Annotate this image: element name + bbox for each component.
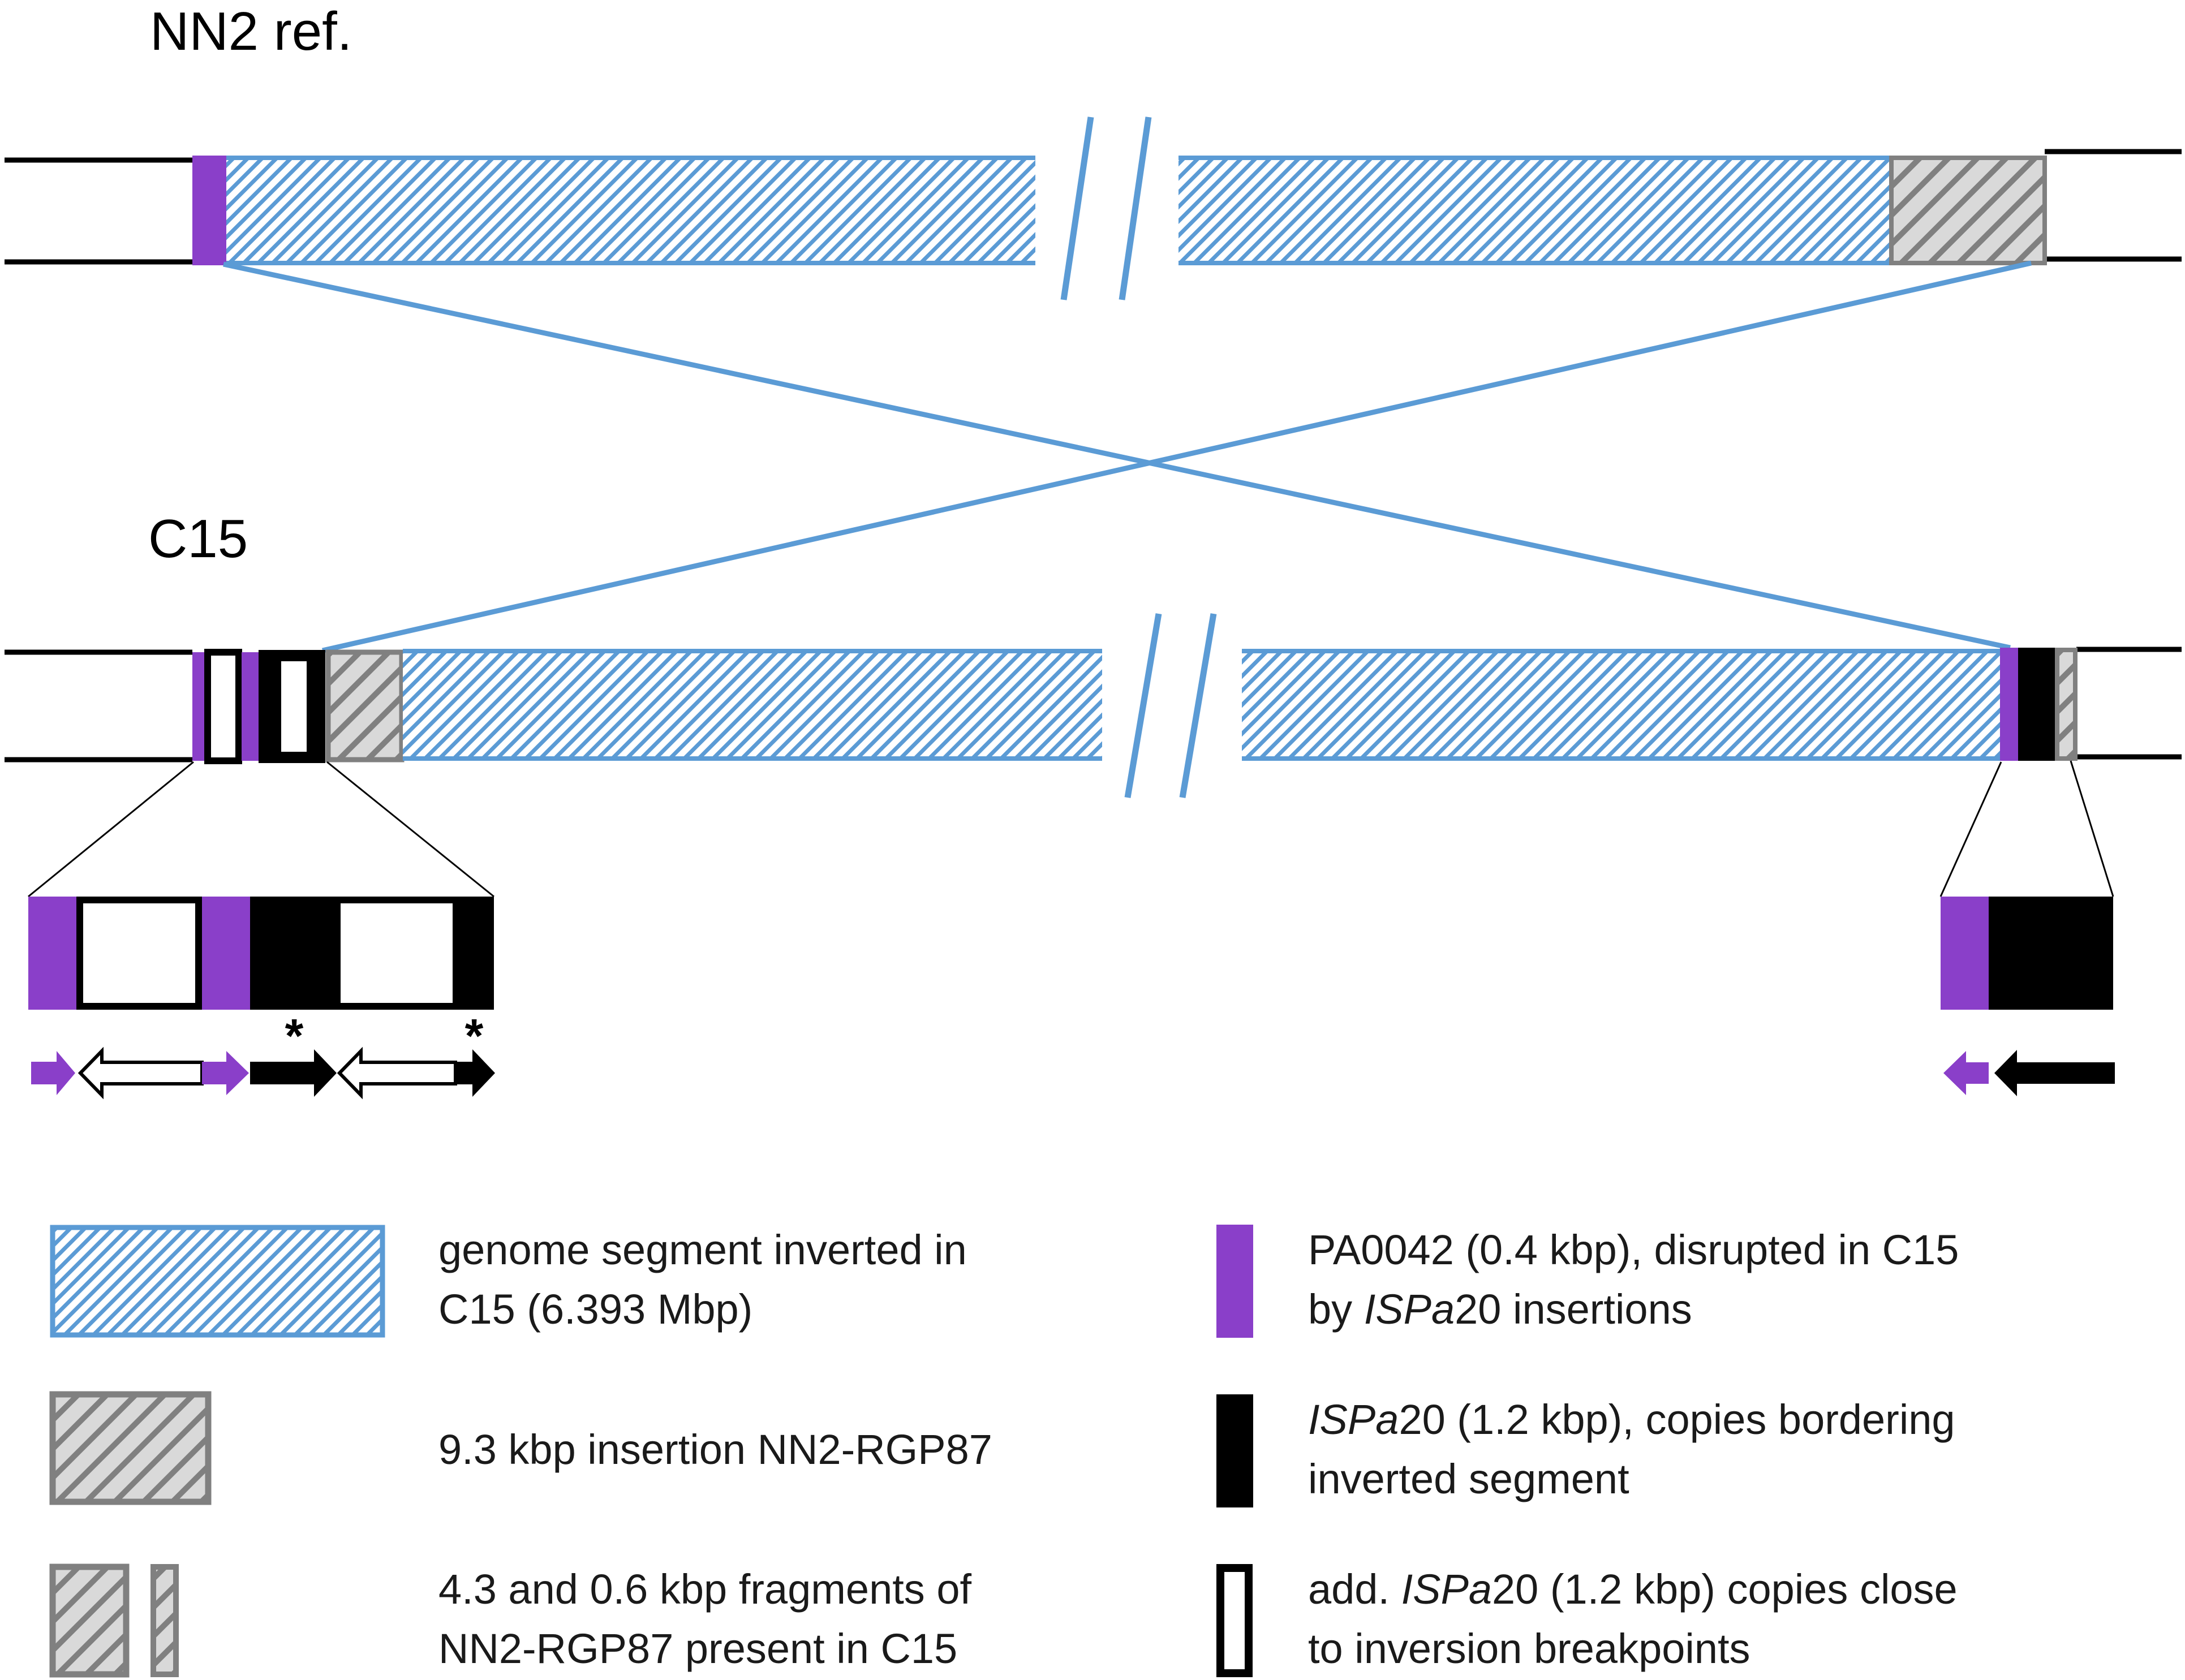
legend-ispa20-extra-line2: to inversion breakpoints — [1308, 1625, 1750, 1672]
strain-rgp87-fragment-small — [2055, 648, 2078, 761]
reference-rgp87-insertion — [1889, 156, 2047, 265]
legend-ispa20-extra-line1: add. ISPa20 (1.2 kbp) copies close — [1308, 1566, 1958, 1613]
legend-inverted-line1: genome segment inverted in — [438, 1226, 967, 1273]
legend: genome segment inverted in C15 (6.393 Mb… — [49, 1225, 1959, 1678]
ispa20-border-arrow-right — [455, 1049, 495, 1097]
legend-fragments-line1: 4.3 and 0.6 kbp fragments of — [438, 1566, 971, 1613]
strain-axis-break — [1179, 613, 1217, 798]
legend-fragments-line2: NN2-RGP87 present in C15 — [438, 1625, 957, 1672]
reference-pa0042-gene — [192, 156, 226, 265]
legend-pa0042-line1: PA0042 (0.4 kbp), disrupted in C15 — [1308, 1226, 1959, 1273]
strain-ispa20-extra-copy — [204, 649, 242, 764]
legend-swatch-inverted — [50, 1225, 385, 1338]
pa0042-arrow-left — [1943, 1051, 1989, 1095]
legend-swatch-fragment-large — [49, 1563, 130, 1678]
pa0042-arrow-right — [202, 1051, 249, 1095]
legend-swatch-fragment-small — [150, 1564, 179, 1677]
zoom-connector-line — [1939, 761, 2002, 897]
truncation-asterisk: * — [465, 1009, 484, 1062]
legend-ispa20-border-line2: inverted segment — [1308, 1455, 1629, 1502]
legend-swatch-ispa20-extra — [1216, 1564, 1253, 1677]
zoom-pa0042-block — [202, 897, 250, 1010]
strain-rgp87-fragment-large — [325, 649, 405, 763]
legend-insertion-line1: 9.3 kbp insertion NN2-RGP87 — [438, 1426, 992, 1473]
reference-axis-break — [1060, 117, 1094, 300]
strain-axis-break — [1124, 613, 1162, 798]
pa0042-arrow-right — [31, 1051, 75, 1095]
strain-pa0042-fragment — [2000, 648, 2018, 761]
strain-pa0042-fragment — [242, 652, 259, 761]
strain-track-label: C15 — [148, 509, 248, 569]
reference-inverted-segment-left — [223, 158, 1035, 263]
ispa20-border-arrow-right — [250, 1049, 337, 1097]
strain-ispa20-border-copy — [2018, 648, 2055, 761]
zoom-connector-line — [326, 761, 494, 898]
legend-pa0042-line2: by ISPa20 insertions — [1308, 1286, 1692, 1333]
reference-track — [5, 117, 2182, 300]
ispa20-extra-arrow-left — [337, 1046, 457, 1100]
reference-axis-break — [1119, 117, 1152, 300]
right-breakpoint-zoom — [1941, 897, 2115, 1096]
reference-inverted-segment-right — [1178, 158, 1890, 263]
ispa20-border-arrow-left — [1994, 1050, 2115, 1096]
strain-inverted-segment-right — [1242, 651, 2000, 759]
zoom-ispa20-border-block — [1989, 897, 2113, 1010]
strain-track — [5, 613, 2182, 798]
strain-inverted-segment-left — [403, 651, 1102, 759]
legend-swatch-pa0042 — [1216, 1225, 1253, 1338]
legend-ispa20-border-line1: ISPa20 (1.2 kbp), copies bordering — [1308, 1396, 1955, 1443]
inversion-link-line — [223, 261, 2011, 651]
zoom-connector-line — [28, 761, 194, 898]
legend-swatch-insertion — [49, 1391, 212, 1505]
truncation-asterisk: * — [285, 1009, 304, 1062]
inversion-link-line — [322, 260, 2032, 653]
legend-inverted-line2: C15 (6.393 Mbp) — [438, 1286, 752, 1333]
ispa20-extra-arrow-left — [78, 1046, 204, 1100]
left-breakpoint-zoom: * * — [28, 897, 495, 1100]
zoom-connector-line — [2070, 760, 2114, 897]
legend-swatch-ispa20-border — [1216, 1394, 1253, 1507]
strain-ispa20-extra-copy-inner — [281, 661, 307, 752]
zoom-pa0042-block — [28, 897, 76, 1010]
zoom-pa0042-block — [1941, 897, 1989, 1010]
reference-track-label: NN2 ref. — [150, 1, 352, 62]
